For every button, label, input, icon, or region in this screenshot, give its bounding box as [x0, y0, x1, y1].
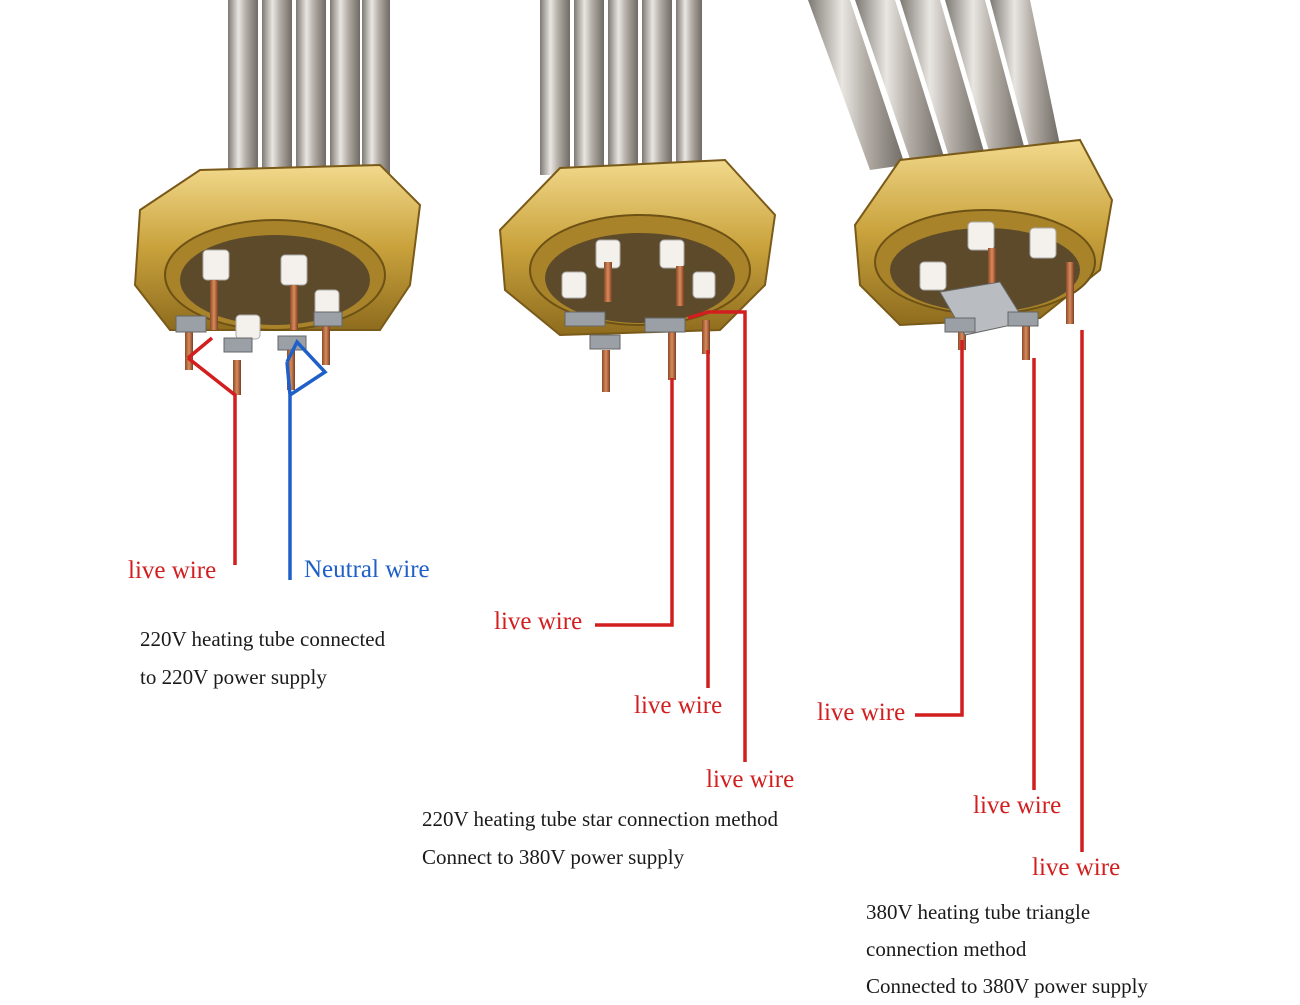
heater-1-caption-line-2: to 220V power supply	[140, 665, 327, 689]
heater-2-live-line-1	[595, 378, 674, 627]
heater-3-live-label-2: live wire	[973, 792, 1062, 819]
heater-2-photo	[498, 0, 777, 392]
heater-3-tubes	[808, 0, 1060, 170]
heater-2-caption-line-2: Connect to 380V power supply	[422, 845, 685, 869]
heater-3-caption-line-2: connection method	[866, 937, 1027, 961]
heater-3-terminals	[919, 221, 1074, 360]
heater-3-wire-lines	[915, 330, 1084, 852]
heater-1-photo	[133, 0, 422, 395]
heater-2-live-line-3	[687, 310, 747, 762]
heater-3-photo	[808, 0, 1114, 360]
heater-1-terminals	[175, 249, 343, 395]
heater-2-live-label-1: live wire	[494, 608, 583, 635]
heater-2-caption-line-1: 220V heating tube star connection method	[422, 807, 778, 831]
heater-1-tubes	[228, 0, 390, 180]
heater-2-terminals	[561, 239, 716, 392]
heater-1-neutral-line	[285, 338, 328, 580]
heater-2-live-label-3: live wire	[706, 766, 795, 793]
heater-1-live-line	[186, 336, 237, 565]
heater-2-wire-lines	[595, 310, 747, 762]
heater-2-tubes	[540, 0, 702, 175]
heater-1-wire-lines	[186, 336, 328, 580]
heater-2-brass-flange	[498, 158, 777, 337]
heater-3-live-label-3: live wire	[1032, 854, 1121, 881]
heater-3-caption-line-3: Connected to 380V power supply	[866, 974, 1148, 998]
heater-3-caption-line-1: 380V heating tube triangle	[866, 900, 1091, 924]
heater-1-live-label: live wire	[128, 557, 217, 584]
heater-3-live-line-1	[915, 340, 964, 717]
heater-3-live-label-1: live wire	[817, 699, 906, 726]
heater-1-caption-line-1: 220V heating tube connected	[140, 627, 386, 651]
heater-2-live-label-2: live wire	[634, 692, 723, 719]
heater-1-neutral-label: Neutral wire	[304, 556, 430, 583]
heater-1-brass-flange	[133, 163, 422, 331]
